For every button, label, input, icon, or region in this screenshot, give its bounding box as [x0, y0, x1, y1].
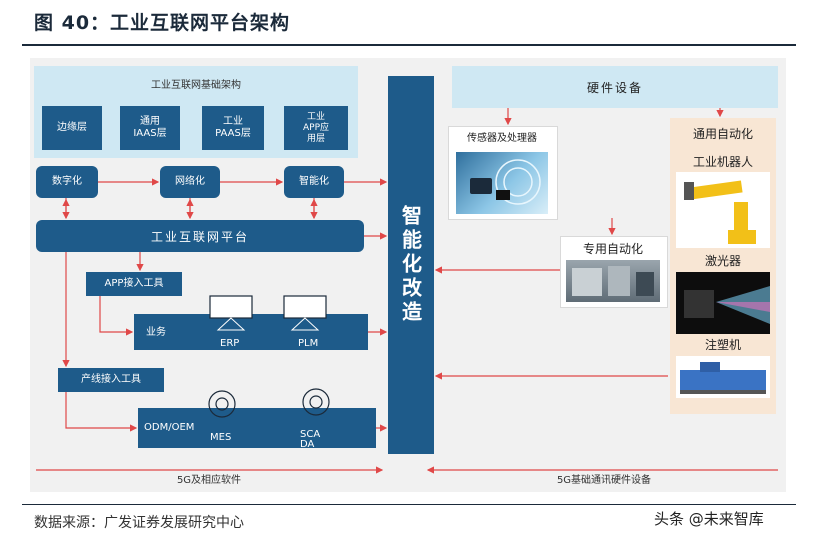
- injection-machine-illustration: [680, 362, 766, 394]
- networking-box: 网络化: [160, 166, 220, 198]
- intelligent-transformation-bar: 智能化改造: [388, 76, 434, 454]
- business-bar: [134, 314, 368, 350]
- special-automation-image: [566, 260, 660, 302]
- basic-architecture-header: 工业互联网基础架构: [151, 80, 241, 91]
- sensor-illustration: [470, 159, 541, 205]
- paas-layer-box: 工业 PAAS层: [202, 106, 264, 150]
- injection-machine-label: 注塑机: [704, 337, 741, 352]
- footer-divider: [22, 504, 796, 505]
- app-access-tool-box: APP接入工具: [86, 272, 182, 296]
- erp-label: ERP: [220, 338, 240, 349]
- laser-image: [676, 272, 770, 334]
- 5g-hardware-label: 5G基础通讯硬件设备: [556, 475, 652, 486]
- sensor-image: [456, 152, 548, 214]
- iaas-layer-box: 通用 IAAS层: [120, 106, 180, 150]
- odm-bar: [138, 408, 376, 448]
- mes-label: MES: [210, 432, 232, 443]
- line-access-tool-box: 产线接入工具: [58, 368, 164, 392]
- industrial-robot-image: [676, 172, 770, 248]
- industrial-robot-label: 工业机器人: [692, 154, 753, 169]
- general-automation-label: 通用自动化: [692, 126, 753, 141]
- source-note: 数据来源：广发证券发展研究中心: [34, 515, 244, 531]
- robot-arm-illustration: [684, 180, 756, 244]
- edge-layer-box: 边缘层: [42, 106, 102, 150]
- odm-label: ODM/OEM: [144, 422, 195, 433]
- machinery-illustration: [572, 266, 654, 296]
- injection-machine-image: [676, 356, 770, 398]
- industrial-internet-platform-box: 工业互联网平台: [36, 220, 364, 252]
- watermark: 头条 @未来智库: [654, 510, 764, 528]
- laser-label: 激光器: [704, 253, 741, 268]
- title-divider: [22, 44, 796, 46]
- figure-title: 图 40：工业互联网平台架构: [34, 12, 291, 34]
- 5g-software-label: 5G及相应软件: [176, 475, 242, 486]
- plm-label: PLM: [298, 338, 319, 349]
- special-automation-label: 专用自动化: [582, 241, 643, 256]
- hardware-header: 硬件设备: [452, 66, 778, 108]
- laser-illustration: [684, 286, 770, 324]
- intelligence-box: 智能化: [284, 166, 344, 198]
- sensor-label: 传感器及处理器: [467, 133, 537, 144]
- scada-label: SCA DA: [300, 429, 321, 450]
- app-layer-box: 工业 APP应 用层: [284, 106, 348, 150]
- business-label: 业务: [146, 327, 166, 338]
- digitization-box: 数字化: [36, 166, 98, 198]
